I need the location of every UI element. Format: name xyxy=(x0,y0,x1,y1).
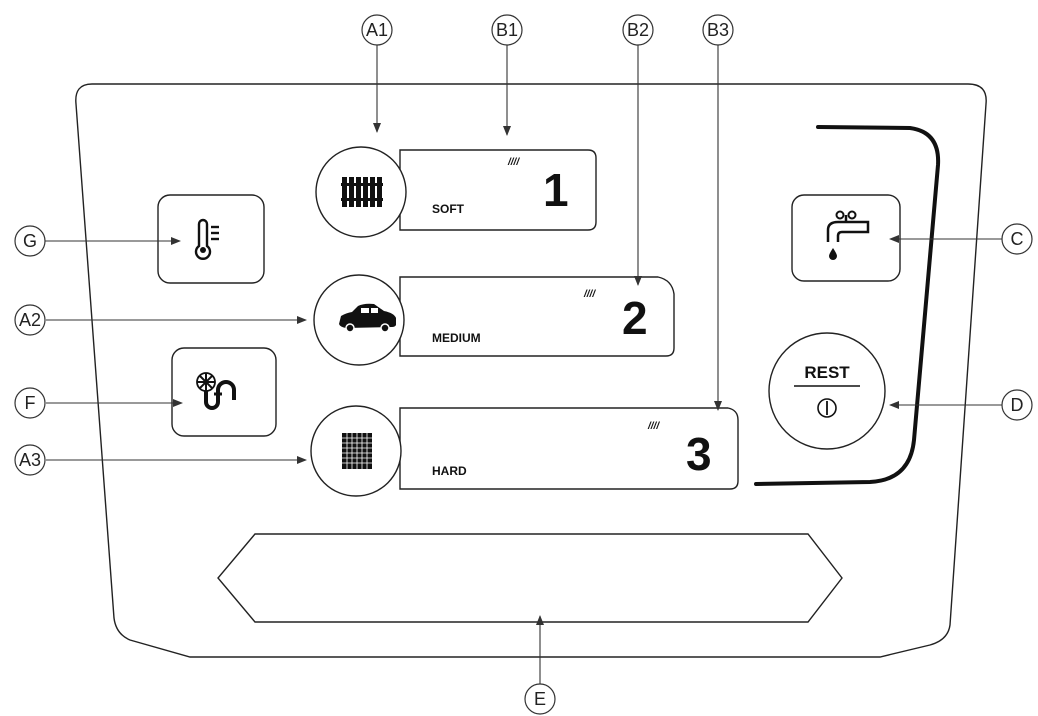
svg-text:F: F xyxy=(25,393,36,413)
grid-block-icon xyxy=(342,433,372,469)
svg-text:E: E xyxy=(534,689,546,709)
callout-a2: A2 xyxy=(14,304,46,336)
callout-a1: A1 xyxy=(361,14,393,46)
trim-line xyxy=(754,125,941,486)
callout-g: G xyxy=(14,225,46,257)
mode-number-hard: 3 xyxy=(686,428,712,480)
svg-text:G: G xyxy=(23,231,37,251)
mode-label-medium: MEDIUM xyxy=(432,331,481,345)
level-marks-hard: //// xyxy=(647,421,660,432)
callout-c: C xyxy=(1001,223,1033,255)
svg-text:B1: B1 xyxy=(496,20,518,40)
mode-display-medium xyxy=(399,276,675,357)
panel-outline xyxy=(75,83,987,658)
svg-text:D: D xyxy=(1011,395,1024,415)
thermometer-icon xyxy=(194,218,219,260)
display-e xyxy=(217,533,843,623)
svg-text:A1: A1 xyxy=(366,20,388,40)
svg-text:A2: A2 xyxy=(19,310,41,330)
mode-display-hard xyxy=(399,407,739,490)
svg-text:C: C xyxy=(1011,229,1024,249)
mode-number-soft: 1 xyxy=(543,164,569,216)
snowflake-plug-button[interactable] xyxy=(171,347,277,437)
callout-d: D xyxy=(1001,389,1033,421)
svg-text:B3: B3 xyxy=(707,20,729,40)
callout-f: F xyxy=(14,387,46,419)
water-tap-icon xyxy=(826,210,870,242)
level-marks-soft: //// xyxy=(507,157,520,168)
water-tap-button[interactable] xyxy=(791,194,901,282)
callout-b1: B1 xyxy=(491,14,523,46)
mode-number-medium: 2 xyxy=(622,292,648,344)
level-marks-medium: //// xyxy=(583,289,596,300)
thermometer-bulb xyxy=(200,247,206,253)
callout-a3: A3 xyxy=(14,444,46,476)
callout-e: E xyxy=(524,683,556,715)
radiator-icon xyxy=(341,177,383,207)
callout-b3: B3 xyxy=(702,14,734,46)
power-icon xyxy=(817,398,837,418)
water-drop xyxy=(829,248,837,260)
svg-text:A3: A3 xyxy=(19,450,41,470)
rest-button[interactable] xyxy=(768,332,886,450)
mode-label-soft: SOFT xyxy=(432,202,465,216)
mode-label-hard: HARD xyxy=(432,464,467,478)
car-icon xyxy=(339,303,396,333)
rest-label: REST xyxy=(804,363,850,382)
snowflake-plug-icon xyxy=(196,372,236,410)
svg-text:B2: B2 xyxy=(627,20,649,40)
callout-b2: B2 xyxy=(622,14,654,46)
mode-display-soft xyxy=(399,149,597,231)
